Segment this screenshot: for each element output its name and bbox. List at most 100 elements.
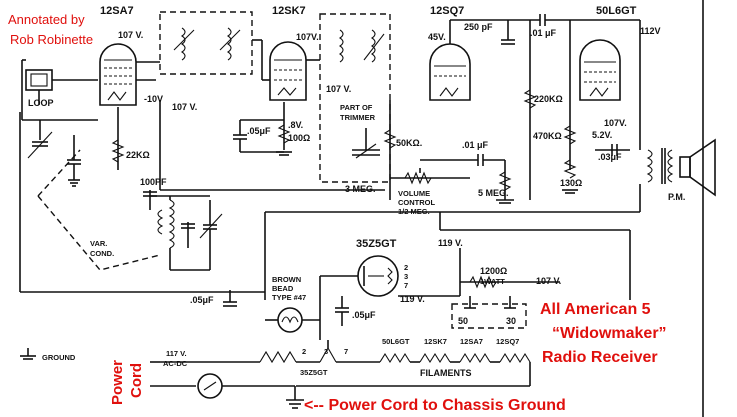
r1watt-label: 1WATT [480,277,505,286]
tube-12sk7-label: 12SK7 [272,5,306,17]
v52-label: 5.2V. [592,130,612,140]
fil-pin-3: 3 [324,347,328,356]
power-cord-line-2: Cord [128,363,145,398]
filaments-label: FILAMENTS [420,368,472,378]
brown-l3: TYPE #47 [272,293,306,302]
tube-35z5gt [357,255,399,297]
input-var-cap [21,112,98,187]
c01-top-label: .01 μF [530,28,557,38]
if-transformer-2 [319,13,391,183]
v107f-label: 107 V. [536,276,561,286]
rect-pin-7: 7 [404,281,408,290]
resistor-50k [383,129,397,149]
r5meg-label: 5 MEG. [478,188,509,198]
part-of: PART OF [340,103,373,112]
loop-label: LOOP [28,98,54,108]
c50-label: 50 [458,316,468,326]
tube-12sq7-label: 12SQ7 [430,5,464,17]
c01-mid-label: .01 μF [462,140,489,150]
resistor-130 [563,159,577,179]
v107-12sa7: 107 V. [118,30,143,40]
fil-12sk7: 12SK7 [424,337,447,346]
varcond-l1: VAR. [90,239,107,248]
power-switch [150,361,295,399]
resistor-5meg [498,171,512,191]
v119a-label: 119 V. [438,238,463,248]
v112-label: 112V [640,26,661,36]
fil-rect-label: 35Z5GT [300,368,328,377]
volume-control [390,168,470,185]
varcond-l2: COND. [90,249,114,258]
gang-link-2 [37,195,161,271]
r1200-label: 1200Ω [480,266,507,276]
resistor-470k [563,125,577,145]
v8-label: .8V. [288,120,303,130]
tube-12sk7 [269,41,307,101]
rect-pin-3: 3 [404,272,408,281]
title-line-2: “Widowmaker” [552,325,667,342]
speaker-icon [679,138,716,197]
v107e-label: 107V. [604,118,627,128]
c30-label: 30 [506,316,516,326]
r100-label: 100Ω [288,133,310,143]
fil-12sq7: 12SQ7 [496,337,519,346]
c05-label-c: .05μF [352,310,376,320]
loop-antenna [21,59,98,112]
tube-12sa7-label: 12SA7 [100,5,134,17]
ground-note: <-- Power Cord to Chassis Ground [304,397,566,414]
vol-l2: CONTROL [398,198,435,207]
ac-l1: 117 V. [166,349,187,358]
rect-pin-2: 2 [404,263,408,272]
pm-label: P.M. [668,192,685,202]
c05-label-a: .05μF [247,126,271,136]
tube-12sq7 [429,43,471,101]
r220k-label: 220KΩ [534,94,563,104]
oscillator-coil [150,195,223,271]
r470k-label: 470KΩ [533,131,562,141]
c03-label: .03μF [598,152,622,162]
v45-label: 45V. [428,32,446,42]
c100pf-label: 100PF [140,177,167,187]
resistor-1200 [469,275,497,289]
credit-line-1: Annotated by [8,12,85,27]
ac-l2: AC-DC [163,359,188,368]
ground-label: GROUND [42,353,76,362]
v107-b: 107 V. [172,102,197,112]
resistor-220k [523,89,537,109]
v107-12sk7: 107V. [296,32,319,42]
output-transformer [646,148,674,184]
fil-12sa7: 12SA7 [460,337,483,346]
fil-50l6gt: 50L6GT [382,337,410,346]
v119b-label: 119 V. [400,294,425,304]
trimmer: TRIMMER [340,113,376,122]
tube-50l6gt-label: 50L6GT [596,5,637,17]
credit-line-2: Rob Robinette [10,32,93,47]
tube-50l6gt [579,39,621,101]
r50k-label: 50KΩ. [396,138,422,148]
r22k-label: 22KΩ [126,150,150,160]
gang-link-1 [37,149,81,197]
tube-35z5gt-label: 35Z5GT [356,238,397,250]
ground-icon [20,348,36,360]
filament-string [259,340,531,387]
r130-label: 130Ω [560,178,582,188]
chassis-ground-icon [286,386,304,409]
c250pf-label: 250 pF [464,22,493,32]
v107-d: 107 V. [326,84,351,94]
if-transformer-1 [159,11,253,75]
v-10: -10V [144,94,163,104]
brown-l2: BEAD [272,284,294,293]
fil-pin-7: 7 [344,347,348,356]
fil-pin-2: 2 [302,347,306,356]
brown-l1: BROWN [272,275,301,284]
resistor-100 [277,124,291,144]
r3meg-label: 3 MEG. [345,184,376,194]
pilot-lamp [277,307,303,333]
title-line-3: Radio Receiver [542,349,658,366]
power-cord-line-1: Power [109,360,126,405]
resistor-22k [111,139,125,163]
filter-caps [451,296,527,329]
c05-label-d: .05μF [190,295,214,305]
